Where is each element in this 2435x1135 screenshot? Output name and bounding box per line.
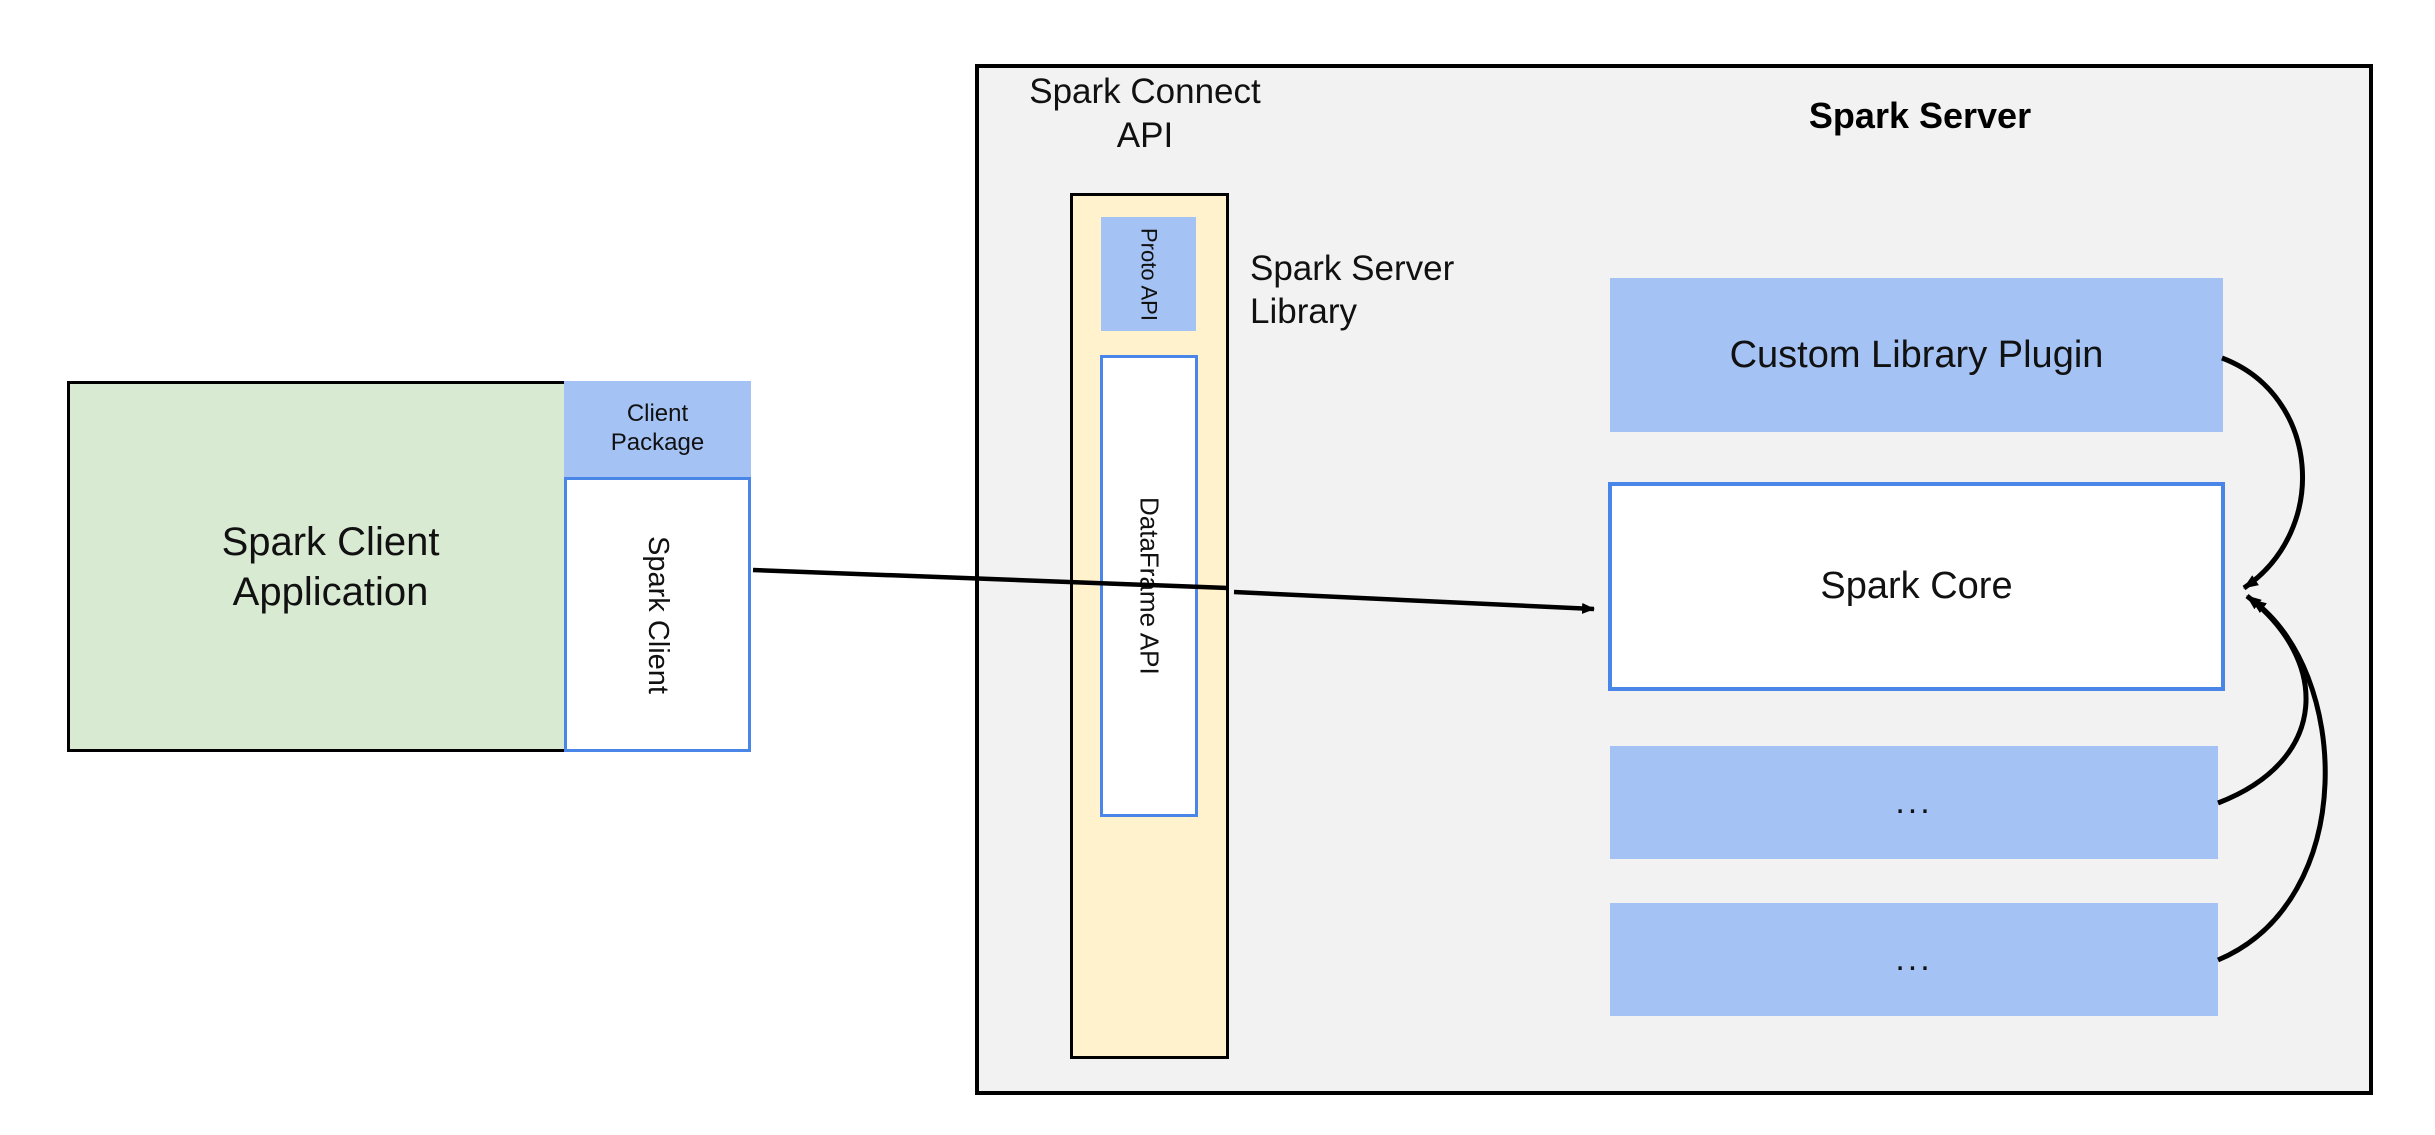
- placeholder-box-2[interactable]: ...: [1610, 903, 2218, 1016]
- placeholder-label-2: ...: [1895, 940, 1933, 978]
- client-package-box[interactable]: Client Package: [564, 381, 751, 477]
- spark-server-title: Spark Server: [1808, 95, 2032, 136]
- placeholder-box-1[interactable]: ...: [1610, 746, 2218, 859]
- spark-client-application-label: Spark Client Application: [221, 519, 440, 614]
- spark-client-application-box[interactable]: Spark Client Application: [67, 381, 594, 752]
- dataframe-api-box[interactable]: DataFrame API: [1100, 355, 1198, 817]
- dataframe-api-label: DataFrame API: [1134, 497, 1165, 675]
- custom-library-plugin-box[interactable]: Custom Library Plugin: [1610, 278, 2223, 432]
- custom-library-plugin-label: Custom Library Plugin: [1729, 333, 2104, 376]
- spark-core-box[interactable]: Spark Core: [1608, 482, 2225, 691]
- client-package-label: Client Package: [610, 400, 705, 456]
- proto-api-box[interactable]: Proto API: [1101, 217, 1196, 331]
- spark-client-box[interactable]: Spark Client: [564, 477, 751, 752]
- spark-core-label: Spark Core: [1820, 565, 2013, 607]
- spark-connect-api-label: Spark Connect API: [1029, 72, 1261, 155]
- placeholder-label-1: ...: [1895, 783, 1933, 821]
- proto-api-label: Proto API: [1136, 227, 1162, 321]
- spark-client-label: Spark Client: [642, 535, 674, 694]
- spark-server-library-label: Spark Server Library: [1250, 249, 1455, 331]
